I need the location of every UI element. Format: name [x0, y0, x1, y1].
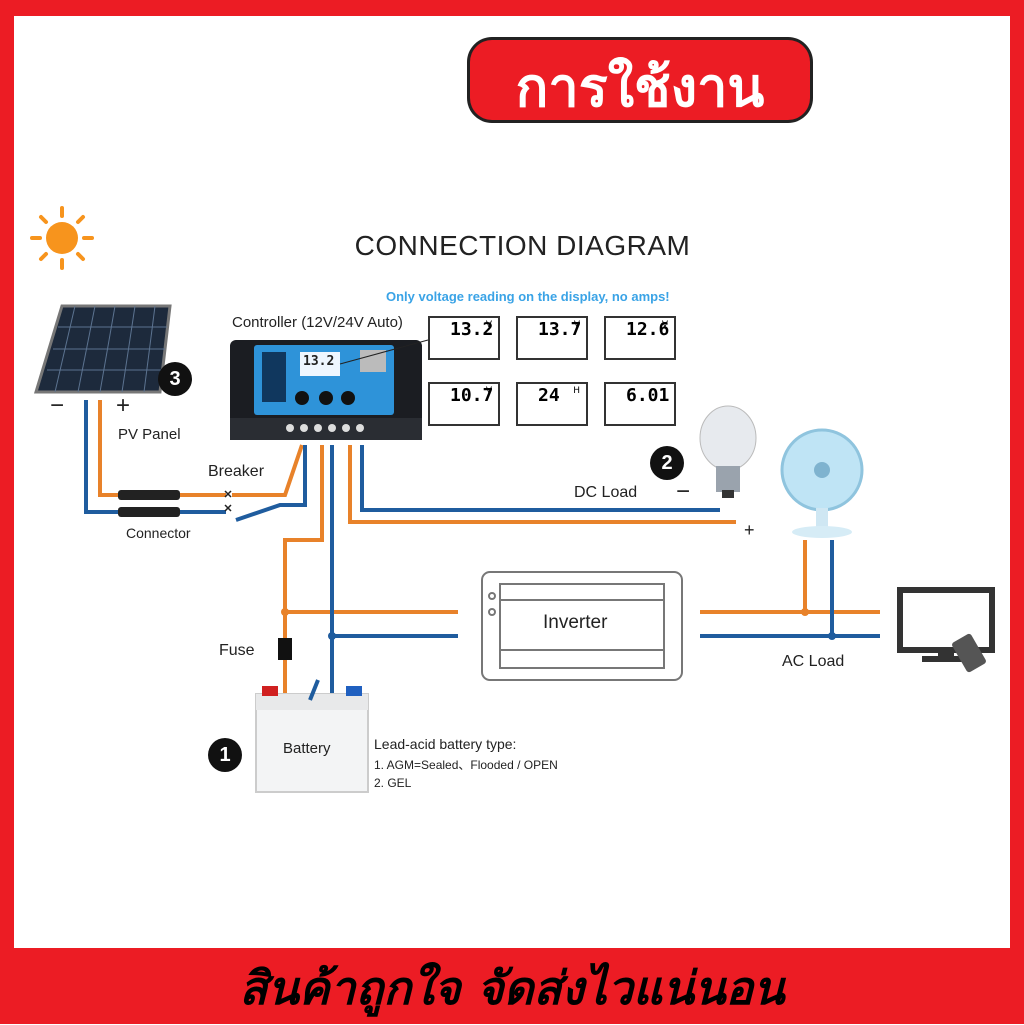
solar-panel-icon	[33, 304, 172, 394]
pv-plus-sign: +	[116, 392, 131, 419]
fan-icon	[780, 428, 864, 538]
controller-label: Controller (12V/24V Auto)	[232, 314, 403, 331]
inverter-icon	[481, 571, 683, 681]
footer-slogan: สินค้าถูกใจ จัดส่งไวแน่นอน	[239, 961, 785, 1015]
sun-icon	[30, 206, 94, 270]
connector-label: Connector	[126, 525, 191, 541]
step-1-marker: 1	[208, 738, 242, 772]
diagram-title: CONNECTION DIAGRAM	[354, 230, 691, 261]
dc-plus-sign: +	[744, 520, 755, 540]
title-badge	[470, 40, 810, 120]
breaker-icon	[224, 490, 232, 512]
lcd-display-6: 6.01	[604, 382, 676, 426]
breaker-label: Breaker	[208, 463, 265, 480]
controller-screen-reading: 13.2	[303, 354, 335, 369]
battery-label: Battery	[283, 740, 331, 757]
pv-minus-sign: −	[50, 392, 65, 419]
ac-load-label: AC Load	[782, 653, 845, 670]
inverter-label: Inverter	[543, 612, 608, 633]
step-2-marker: 2	[650, 446, 684, 480]
connector-icon	[118, 490, 180, 517]
dc-load-label: DC Load	[574, 484, 638, 501]
tv-icon	[897, 587, 995, 673]
battery-type-1: 1. AGM=Sealed、Flooded / OPEN	[374, 758, 558, 772]
page-title: การใช้งาน	[515, 56, 765, 119]
light-bulb-icon	[699, 405, 757, 498]
fuse-label: Fuse	[219, 642, 255, 659]
battery-type-title: Lead-acid battery type:	[374, 736, 517, 752]
display-note: Only voltage reading on the display, no …	[386, 289, 670, 304]
pv-panel-label: PV Panel	[118, 426, 181, 443]
battery-icon	[255, 679, 369, 793]
fuse-icon	[278, 638, 292, 660]
battery-type-2: 2. GEL	[374, 776, 412, 790]
charge-controller-icon	[230, 340, 422, 440]
footer-band	[0, 948, 1024, 1024]
dc-minus-sign: −	[676, 478, 691, 505]
step-3-marker: 3	[158, 362, 192, 396]
